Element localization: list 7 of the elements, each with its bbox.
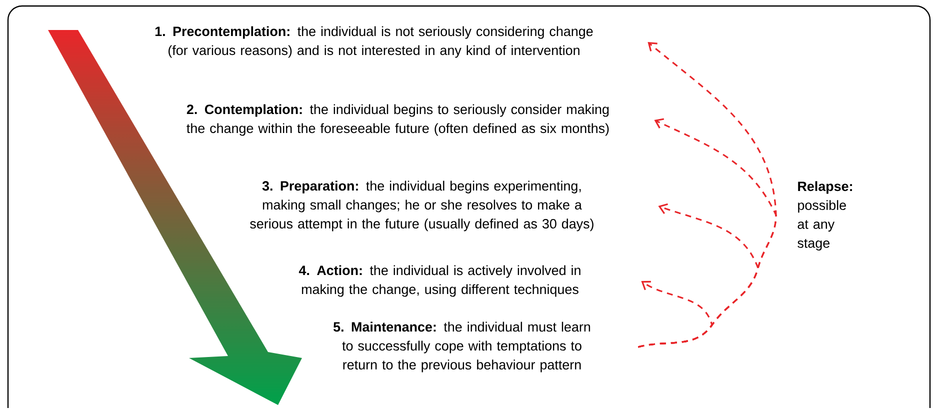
stage-text: 2. Contemplation: the individual begins to seriously consider making the change within the foreseeable future (often defined as six months) xyxy=(186,104,609,136)
stage-text: 3. Preparation: the individual begins experimenting, making small changes; he or she resolves to make a serious attempt in the future (usually defined as 30 days) xyxy=(250,180,594,232)
relapse-arrow xyxy=(638,42,777,348)
side-note: Relapse: possible at any stage xyxy=(798,181,852,251)
stage-text: 1. Precontemplation: the individual is not seriously considering change (for various reasons) and is not interested in any kind of intervention xyxy=(155,26,593,58)
stage-text: 4. Action: the individual is actively involved in making the change, using different techniques xyxy=(298,265,580,297)
stage-text: 5. Maintenance: the individual must learn to successfully cope with temptations to return to the previous behaviour pattern xyxy=(333,322,590,372)
